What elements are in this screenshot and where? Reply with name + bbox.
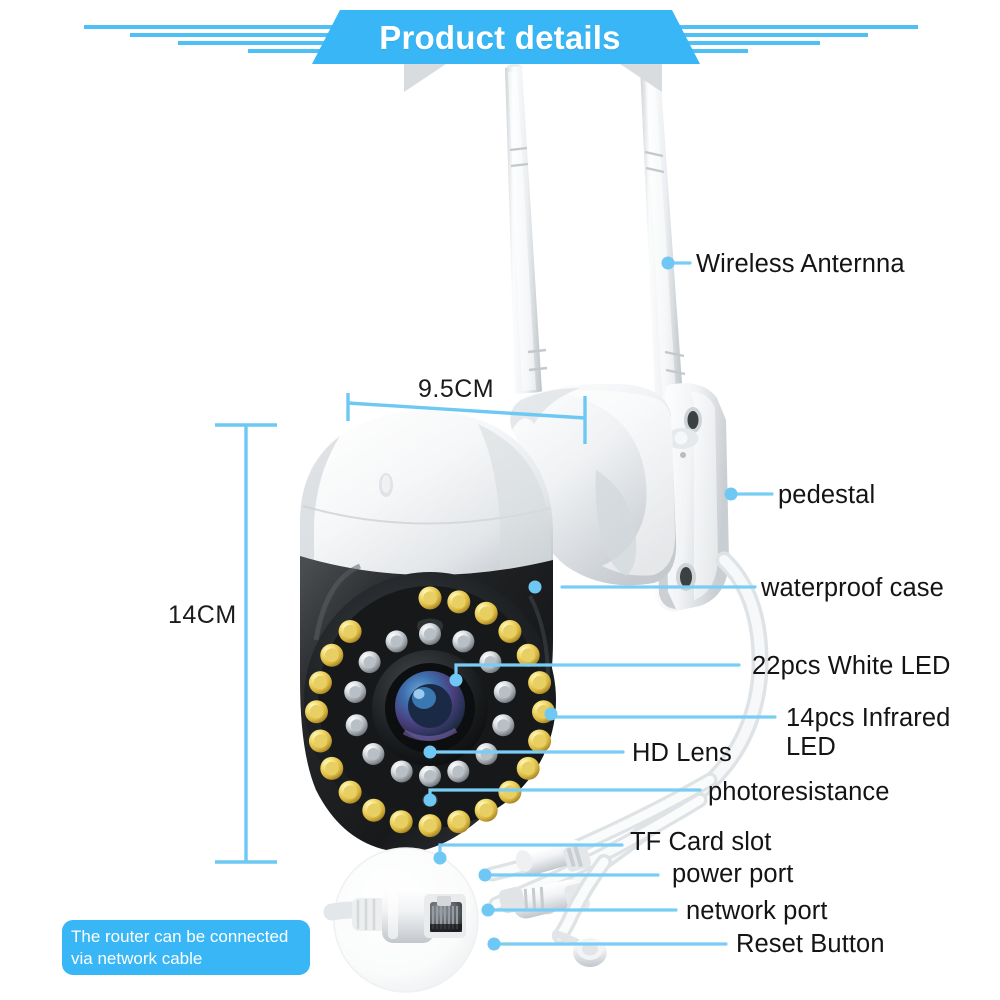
cable-bundle bbox=[484, 551, 769, 967]
leader-tf-card-slot bbox=[438, 843, 624, 860]
page-banner: Product details bbox=[0, 0, 1000, 92]
dot-white-led bbox=[449, 673, 463, 687]
dot-photoresistance bbox=[423, 793, 437, 807]
callout-waterproof-case: waterproof case bbox=[761, 574, 944, 602]
dot-pedestal bbox=[724, 487, 738, 501]
router-note-line1: The router can be connected bbox=[71, 927, 289, 946]
dot-power-port bbox=[478, 868, 492, 882]
callout-infrared-led: 14pcs Infrared LED bbox=[786, 704, 951, 761]
dimension-width bbox=[346, 393, 587, 444]
rj45-network-cable-inset bbox=[323, 847, 479, 993]
hd-lens bbox=[372, 650, 488, 766]
dot-wireless-antenna bbox=[661, 256, 675, 270]
callout-white-led: 22pcs White LED bbox=[752, 652, 951, 680]
dot-hd-lens bbox=[423, 745, 437, 759]
router-note-box: The router can be connected via network … bbox=[62, 920, 310, 975]
leader-infrared-led bbox=[549, 712, 777, 719]
led-ring bbox=[305, 586, 555, 838]
banner-plate bbox=[312, 10, 700, 64]
dot-reset-button bbox=[487, 937, 501, 951]
page-title: Product details bbox=[379, 19, 621, 56]
callout-pedestal: pedestal bbox=[778, 481, 876, 509]
camera-housing-top bbox=[300, 410, 553, 580]
white-led-group bbox=[305, 586, 555, 838]
leader-white-led bbox=[454, 663, 741, 682]
dot-waterproof-case bbox=[528, 580, 542, 594]
dot-network-port bbox=[481, 903, 495, 917]
dimension-label-width: 9.5CM bbox=[418, 375, 495, 403]
banner-graphics bbox=[84, 10, 918, 92]
router-note-line2: via network cable bbox=[71, 948, 203, 968]
callout-tf-card-slot: TF Card slot bbox=[630, 828, 772, 856]
banner-left-lines bbox=[84, 25, 338, 53]
leader-dots bbox=[423, 256, 738, 951]
infrared-led-group bbox=[344, 623, 516, 787]
dimension-height bbox=[215, 423, 277, 864]
antenna-left bbox=[505, 63, 548, 394]
dimension-lines bbox=[215, 393, 587, 864]
leader-photoresistance bbox=[428, 788, 702, 802]
callout-power-port: power port bbox=[672, 860, 794, 888]
ribbon-fold-right bbox=[620, 64, 662, 92]
callout-reset-button: Reset Button bbox=[736, 930, 885, 958]
callout-photoresistance: photoresistance bbox=[708, 778, 890, 806]
tf-card-connector bbox=[515, 839, 591, 876]
dimension-label-height: 14CM bbox=[168, 601, 237, 629]
dot-infrared-led bbox=[544, 707, 558, 721]
callout-hd-lens: HD Lens bbox=[632, 739, 732, 767]
callout-network-port: network port bbox=[686, 897, 828, 925]
dot-tf-card-slot bbox=[433, 851, 447, 865]
callout-wireless-antenna: Wireless Anternna bbox=[696, 250, 905, 278]
ribbon-fold-left bbox=[404, 64, 446, 92]
